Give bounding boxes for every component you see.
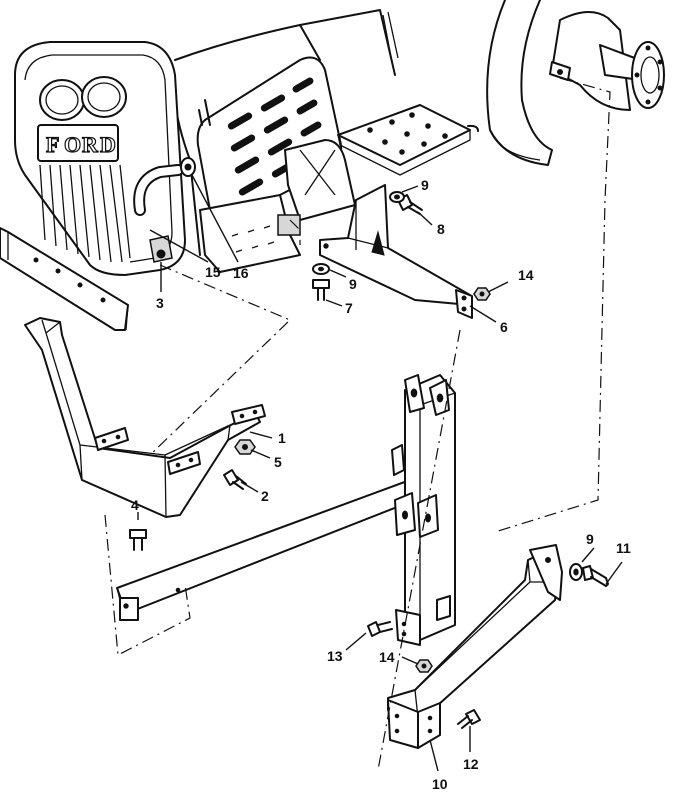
hose-clamp [180, 157, 196, 177]
bolt [223, 469, 247, 490]
radiator-grille: F O R D [14, 41, 186, 276]
logo-letter: O [64, 132, 81, 157]
callout-9-upper: 9 [421, 177, 429, 193]
callout-9-middle: 9 [349, 276, 357, 292]
bolt [582, 565, 609, 587]
callout-5: 5 [274, 454, 282, 470]
logo-letter: F [46, 132, 59, 157]
bolt [457, 709, 481, 729]
bolt [129, 529, 147, 551]
callout-labels: 1 2 3 4 5 6 7 8 9 9 9 10 11 12 13 14 14 … [131, 177, 631, 792]
callout-leaders [137, 174, 623, 772]
ford-logo: F O R D [45, 131, 116, 157]
washer [569, 563, 583, 581]
callout-1: 1 [278, 430, 286, 446]
callout-14-lower: 14 [379, 649, 395, 665]
callout-13: 13 [327, 648, 343, 664]
front-support-bracket [24, 317, 266, 518]
callout-3: 3 [156, 295, 164, 311]
callout-12: 12 [463, 756, 479, 772]
right-side-bracket [319, 184, 473, 319]
callout-11: 11 [616, 540, 631, 556]
callout-8: 8 [437, 221, 445, 237]
assembly-center-lines [104, 77, 611, 771]
callout-16: 16 [233, 265, 249, 281]
logo-letter: D [100, 132, 116, 157]
engine-block [199, 139, 356, 273]
footstep-plate [337, 104, 479, 176]
callout-2: 2 [261, 488, 269, 504]
callout-6: 6 [500, 319, 508, 335]
logo-letter: R [82, 132, 99, 157]
bolt [312, 279, 330, 301]
front-bumper [0, 227, 129, 331]
callout-9-lower: 9 [586, 531, 594, 547]
rear-axle-housing [549, 11, 665, 111]
callout-14-upper: 14 [518, 267, 534, 283]
side-frame-rail [116, 479, 421, 621]
nut [415, 659, 433, 673]
callout-7: 7 [345, 300, 353, 316]
nut [473, 287, 491, 301]
washer [389, 191, 405, 203]
lower-side-bracket [387, 544, 563, 749]
vertical-mast [391, 374, 456, 646]
nut [234, 439, 256, 455]
washer [312, 263, 330, 275]
rear-fender [486, 0, 553, 166]
callout-10: 10 [432, 776, 448, 792]
hose [133, 164, 184, 216]
callout-15: 15 [205, 264, 221, 280]
callout-4: 4 [131, 497, 139, 513]
bolt [367, 621, 393, 637]
